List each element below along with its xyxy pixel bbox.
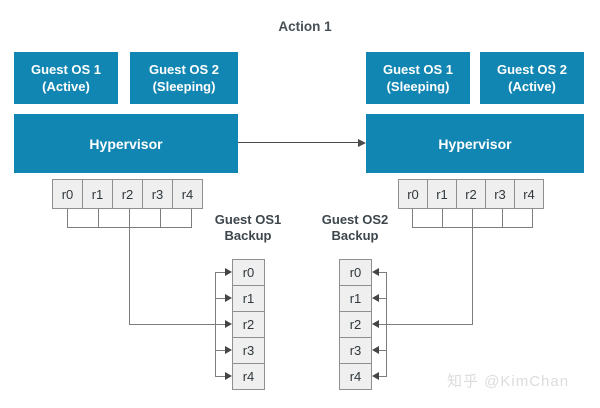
connector-line [379, 324, 473, 325]
arrowhead [225, 372, 232, 380]
register-cell: r4 [172, 179, 203, 209]
connector-line [472, 209, 473, 227]
connector-line [129, 324, 225, 325]
watermark: 知乎 @KimChan [447, 373, 570, 390]
backup-cell: r2 [339, 311, 372, 338]
backup-cell: r3 [339, 337, 372, 364]
guest-os-state: (Active) [42, 79, 90, 94]
register-cell: r4 [514, 179, 544, 209]
backup-cell: r4 [232, 363, 265, 390]
backup-cell: r2 [232, 311, 265, 338]
connector-line [532, 209, 533, 227]
right-guest-os-1-box: Guest OS 1 (Sleeping) [366, 52, 470, 104]
guest-os-state: (Sleeping) [386, 79, 450, 94]
backup-label-line1: Guest OS2 [321, 212, 389, 227]
arrowhead [225, 268, 232, 276]
backup-cell: r1 [339, 285, 372, 312]
connector-line [98, 209, 99, 227]
backup-cell: r4 [339, 363, 372, 390]
backup-cell: r0 [339, 259, 372, 286]
arrowhead [372, 320, 379, 328]
connector-line [502, 209, 503, 227]
backup-cell: r0 [232, 259, 265, 286]
left-register-row: r0 r1 r2 r3 r4 [52, 179, 203, 209]
right-guest-os-2-box: Guest OS 2 (Active) [480, 52, 584, 104]
left-guest-os-1-box: Guest OS 1 (Active) [14, 52, 118, 104]
connector-line [215, 376, 225, 377]
right-hypervisor-box: Hypervisor [366, 114, 584, 173]
guest-os-label: Guest OS 2 [496, 62, 568, 77]
diagram-title: Action 1 [278, 19, 332, 34]
connector-line [215, 272, 225, 273]
connector-line [67, 209, 68, 227]
connector-line [442, 209, 443, 227]
register-cell: r1 [427, 179, 457, 209]
backup-label-line2: Backup [224, 228, 272, 243]
connector-line [386, 272, 387, 377]
backup-label-line2: Backup [331, 228, 379, 243]
register-cell: r1 [82, 179, 113, 209]
connector-line [379, 298, 387, 299]
arrowhead [225, 346, 232, 354]
hypervisor-label: Hypervisor [438, 135, 512, 152]
arrowhead [372, 268, 379, 276]
backup-label-line1: Guest OS1 [214, 212, 282, 227]
guest-os-label: Guest OS 1 [30, 62, 102, 77]
backup-cell: r3 [232, 337, 265, 364]
register-cell: r0 [398, 179, 428, 209]
guest-os-state: (Active) [508, 79, 556, 94]
connector-line [215, 272, 216, 377]
connector-line [379, 272, 387, 273]
register-cell: r0 [52, 179, 83, 209]
guest-os-label: Guest OS 1 [382, 62, 454, 77]
right-register-row: r0 r1 r2 r3 r4 [398, 179, 544, 209]
connector-line [129, 227, 130, 324]
guest-os2-backup-column: r0 r1 r2 r3 r4 [339, 259, 372, 390]
arrowhead [225, 320, 232, 328]
register-cell: r2 [456, 179, 486, 209]
guest-os1-backup-label: Guest OS1 Backup [198, 212, 298, 244]
connector-line [160, 209, 161, 227]
connector-line [215, 350, 225, 351]
hypervisor-label: Hypervisor [89, 135, 163, 152]
hypervisor-transfer-line [238, 142, 359, 143]
connector-line [379, 350, 387, 351]
left-guest-os-2-box: Guest OS 2 (Sleeping) [130, 52, 238, 104]
connector-line [412, 209, 413, 227]
arrowhead [372, 346, 379, 354]
connector-line [129, 209, 130, 227]
hypervisor-transfer-arrowhead [358, 139, 366, 147]
connector-line [215, 298, 225, 299]
guest-os-label: Guest OS 2 [148, 62, 220, 77]
guest-os2-backup-label: Guest OS2 Backup [305, 212, 405, 244]
connector-line [191, 209, 192, 227]
register-cell: r3 [142, 179, 173, 209]
connector-line [379, 376, 387, 377]
register-cell: r3 [485, 179, 515, 209]
backup-cell: r1 [232, 285, 265, 312]
arrowhead [372, 372, 379, 380]
guest-os1-backup-column: r0 r1 r2 r3 r4 [232, 259, 265, 390]
arrowhead [225, 294, 232, 302]
left-hypervisor-box: Hypervisor [14, 114, 238, 173]
guest-os-state: (Sleeping) [152, 79, 216, 94]
connector-line [472, 227, 473, 324]
arrowhead [372, 294, 379, 302]
register-cell: r2 [112, 179, 143, 209]
